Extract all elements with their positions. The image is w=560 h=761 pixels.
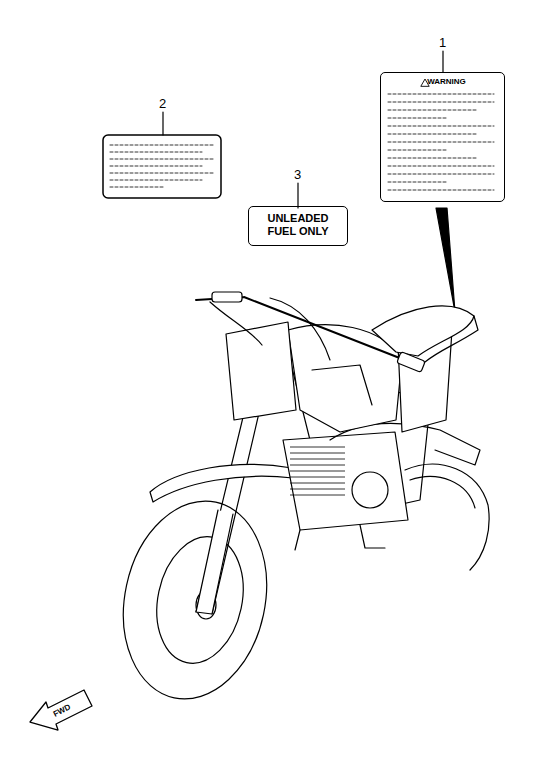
rear-fender <box>425 316 478 362</box>
warning-label: WARNING <box>380 72 505 202</box>
seat <box>372 306 474 356</box>
front-fender <box>150 464 293 502</box>
callout-number: 3 <box>294 168 301 181</box>
callout-number: 1 <box>439 36 446 49</box>
rear-wheel <box>410 476 475 508</box>
cable <box>210 298 330 360</box>
grip <box>397 352 426 373</box>
fork-leg <box>196 510 233 614</box>
engine <box>283 432 408 530</box>
grip <box>212 292 242 302</box>
pointer-wedge <box>436 208 455 312</box>
fwd-arrow <box>30 690 92 730</box>
number-plate <box>226 322 296 420</box>
leader-line <box>442 51 443 72</box>
fuel-label: UNLEADED FUEL ONLY <box>248 206 348 246</box>
rear-wheel <box>405 464 489 570</box>
shroud-line <box>312 365 372 405</box>
footpeg <box>295 525 385 550</box>
label-plate <box>103 135 221 198</box>
callout-number: 2 <box>159 97 166 110</box>
handlebar <box>196 297 420 366</box>
warning-heading: WARNING <box>385 77 500 86</box>
leader-line <box>297 183 298 208</box>
text-dashes <box>110 145 214 187</box>
front-wheel <box>106 488 285 713</box>
label-text: UNLEADED FUEL ONLY <box>255 212 341 237</box>
leader-line <box>162 112 163 135</box>
text-dashes <box>388 94 494 190</box>
engine-cover <box>352 472 388 508</box>
